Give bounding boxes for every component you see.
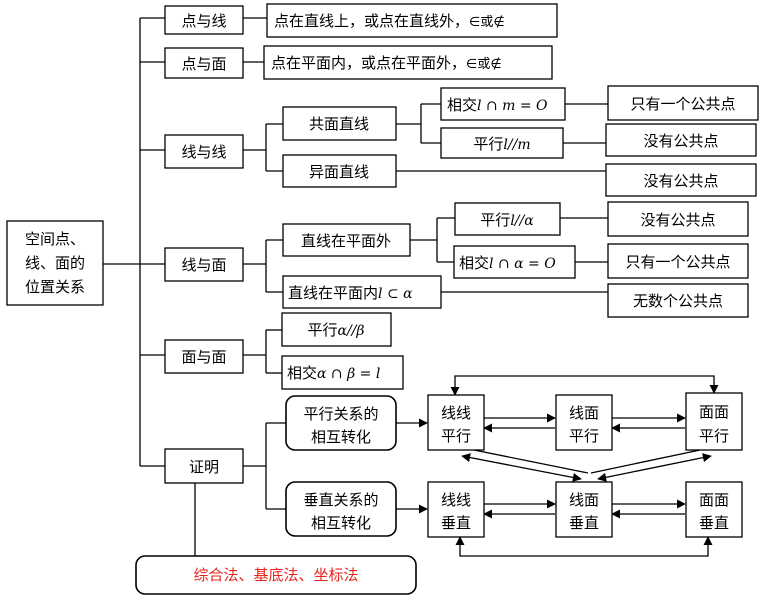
skew-lines-label: 异面直线 [309,163,369,181]
lp-parallel-label: 平行l//α [480,211,534,229]
pp-parallel-line1: 面面 [699,403,729,421]
lp-parallel-box: 线面 平行 [555,394,613,451]
ll-parallel-line2: 平行 [441,427,471,445]
perp-transform-node: 垂直关系的 相互转化 [285,481,397,537]
lp-perp-line1: 线面 [569,491,599,509]
line-outside-plane-node: 直线在平面外 [282,223,411,257]
proof-methods-label: 综合法、基底法、坐标法 [193,566,358,584]
lp-result-inside-node: 无数个公共点 [607,283,749,318]
lp-result-intersect-node: 只有一个公共点 [607,243,749,279]
lp-parallel-line2: 平行 [569,427,599,445]
root-label-line2: 线、面的 [25,254,85,272]
lp-intersect-node: 相交l ∩ α = O [453,245,576,279]
ll-perp-line1: 线线 [441,491,471,509]
parallel-transform-line1: 平行关系的 [303,405,378,423]
lp-perp-node: 线面 垂直 [555,481,613,538]
skew-lines-node: 异面直线 [282,154,397,188]
coplanar-lines-node: 共面直线 [282,106,397,141]
point-line-desc-node: 点在直线上，或点在直线外，∈或∉ [266,3,558,38]
transformation-arrows [396,375,719,557]
point-plane-desc-node: 点在平面内，或点在平面外，∈或∉ [263,45,553,80]
ll-result-parallel-node: 没有公共点 [605,123,757,157]
parallel-transform-line2: 相互转化 [311,428,371,446]
pp-parallel-line2: 平行 [699,427,729,445]
ll-result-intersect: 只有一个公共点 [630,95,735,113]
line-line-node: 线与线 [164,134,244,169]
proof-label: 证明 [189,458,219,476]
pp-intersect-label: 相交α ∩ β = l [287,364,380,382]
line-line-label: 线与线 [181,143,226,161]
line-in-plane-label: 直线在平面内l ⊂ α [288,284,413,302]
point-plane-label: 点与面 [181,55,226,73]
pp-parallel-box: 面面 平行 [685,392,743,451]
pp-perp-node: 面面 垂直 [685,481,743,538]
lp-result-parallel-node: 没有公共点 [607,201,749,237]
root-label-line1: 空间点、 [25,230,85,248]
lp-result-intersect: 只有一个公共点 [625,253,730,271]
ll-result-skew-node: 没有公共点 [605,163,757,197]
lines-intersect-node: 相交l ∩ m = O [440,87,566,121]
ll-perp-node: 线线 垂直 [427,481,485,538]
lp-parallel-node: 平行l//α [454,202,561,236]
plane-plane-label: 面与面 [181,348,226,366]
point-plane-desc: 点在平面内，或点在平面外，∈或∉ [271,54,502,72]
lp-result-parallel: 没有公共点 [640,211,715,229]
pp-intersect-node: 相交α ∩ β = l [281,355,404,390]
point-line-label: 点与线 [181,12,226,30]
ll-result-skew: 没有公共点 [643,172,718,190]
parallel-transform-node: 平行关系的 相互转化 [285,395,397,451]
line-plane-node: 线与面 [164,247,244,282]
coplanar-lines-label: 共面直线 [309,115,369,133]
line-plane-label: 线与面 [181,256,226,274]
tree-connectors [103,17,608,556]
point-line-node: 点与线 [164,5,244,35]
ll-parallel-line1: 线线 [441,404,471,422]
root-label-line3: 位置关系 [25,278,85,296]
root-node: 空间点、 线、面的 位置关系 [6,220,104,306]
perp-transform-line1: 垂直关系的 [303,491,378,509]
pp-parallel-label: 平行α//β [308,321,365,339]
line-outside-plane-label: 直线在平面外 [301,232,391,250]
proof-methods-node: 综合法、基底法、坐标法 [135,555,417,595]
ll-result-intersect-node: 只有一个公共点 [607,85,759,121]
pp-perp-line1: 面面 [699,491,729,509]
pp-parallel-node: 平行α//β [281,312,392,347]
perp-transform-line2: 相互转化 [311,514,371,532]
ll-perp-line2: 垂直 [441,514,471,532]
lines-intersect-label: 相交l ∩ m = O [447,96,548,114]
point-plane-node: 点与面 [164,47,244,79]
lp-intersect-label: 相交l ∩ α = O [459,254,556,272]
lp-result-inside: 无数个公共点 [633,292,723,310]
plane-plane-node: 面与面 [164,339,244,374]
pp-perp-line2: 垂直 [699,514,729,532]
ll-result-parallel: 没有公共点 [643,132,718,150]
lines-parallel-label: 平行l//m [473,135,530,153]
line-in-plane-node: 直线在平面内l ⊂ α [282,275,442,309]
ll-parallel-node: 线线 平行 [427,394,485,451]
lines-parallel-node: 平行l//m [440,127,564,159]
lp-perp-line2: 垂直 [569,514,599,532]
proof-node: 证明 [164,448,244,484]
point-line-desc: 点在直线上，或点在直线外，∈或∉ [274,12,505,30]
lp-parallel-line1: 线面 [569,404,599,422]
